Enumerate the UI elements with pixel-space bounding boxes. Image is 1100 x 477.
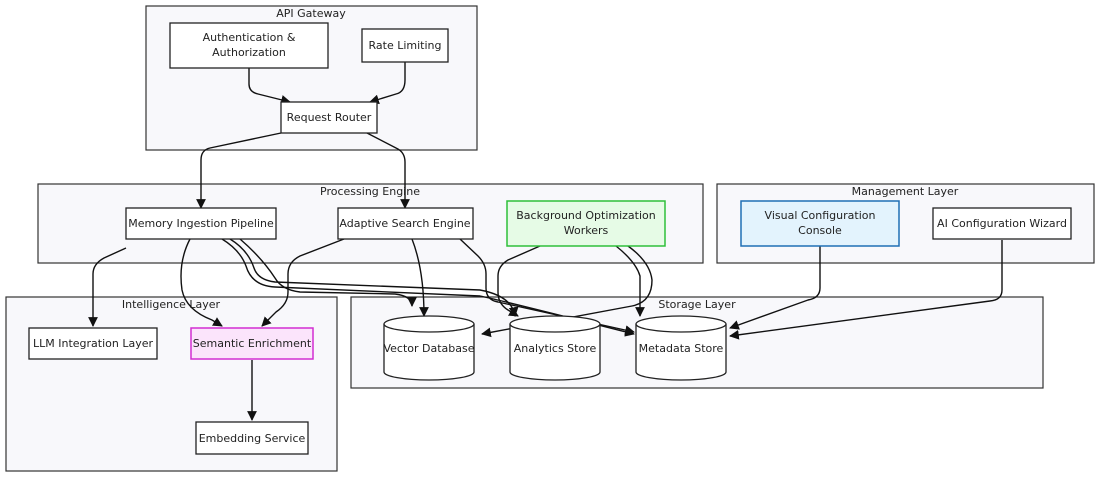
node-adaptive-search-engine: Adaptive Search Engine	[337, 207, 474, 240]
node-label: Metadata Store	[639, 342, 724, 355]
edge-search-semantic	[261, 238, 345, 327]
node-label: Background Optimization	[516, 209, 656, 222]
node-label: Rate Limiting	[369, 39, 442, 52]
node-rate-limiting: Rate Limiting	[361, 28, 449, 63]
node-label: Vector Database	[383, 342, 474, 355]
node-label: Authorization	[212, 46, 286, 59]
edge-router-ingestion	[196, 132, 282, 209]
edge-console-metadata	[729, 246, 821, 330]
node-label: Request Router	[287, 111, 372, 124]
node-label: Console	[798, 224, 842, 237]
node-vector-database: Vector Database	[383, 315, 475, 381]
cluster-title-intelligence-layer: Intelligence Layer	[122, 298, 221, 311]
node-authentication-authorization: Authentication & Authorization	[169, 22, 329, 69]
node-label: Authentication &	[203, 31, 296, 44]
node-label: AI Configuration Wizard	[937, 217, 1067, 230]
node-label: Semantic Enrichment	[193, 337, 312, 350]
edge-search-metadata	[459, 238, 635, 335]
edge-ratelimit-router	[369, 62, 406, 105]
edge-ingestion-vector	[239, 238, 417, 307]
node-label: Analytics Store	[514, 342, 597, 355]
node-visual-configuration-console: Visual Configuration Console	[740, 200, 900, 247]
node-label: Adaptive Search Engine	[339, 217, 470, 230]
node-analytics-store: Analytics Store	[509, 315, 601, 381]
node-semantic-enrichment: Semantic Enrichment	[190, 327, 314, 360]
node-background-optimization-workers: Background Optimization Workers	[506, 200, 666, 247]
node-label: Memory Ingestion Pipeline	[128, 217, 274, 230]
cluster-title-storage-layer: Storage Layer	[658, 298, 736, 311]
node-label: Workers	[564, 224, 609, 237]
node-metadata-store: Metadata Store	[635, 315, 727, 381]
node-label: Embedding Service	[199, 432, 306, 445]
cluster-title-api-gateway: API Gateway	[276, 7, 346, 20]
edge-auth-router	[248, 68, 291, 105]
cluster-title-management-layer: Management Layer	[852, 185, 959, 198]
node-llm-integration-layer: LLM Integration Layer	[28, 327, 158, 360]
edge-router-search	[366, 132, 410, 209]
edge-ingestion-analytics	[229, 238, 519, 317]
cluster-title-processing-engine: Processing Engine	[320, 185, 420, 198]
node-request-router: Request Router	[280, 101, 378, 134]
node-ai-configuration-wizard: AI Configuration Wizard	[932, 207, 1072, 240]
edge-ingestion-llm	[88, 247, 127, 327]
edge-wizard-metadata	[729, 240, 1003, 340]
node-embedding-service: Embedding Service	[195, 421, 309, 455]
edge-ingestion-semantic	[180, 238, 223, 327]
edge-workers-metadata	[615, 245, 645, 317]
edge-workers-vector	[481, 245, 653, 338]
node-label: Visual Configuration	[765, 209, 876, 222]
edges	[88, 62, 1003, 421]
node-label: LLM Integration Layer	[33, 337, 154, 350]
node-memory-ingestion-pipeline: Memory Ingestion Pipeline	[125, 207, 277, 240]
edge-search-vector	[411, 238, 429, 317]
edge-workers-analytics	[497, 245, 541, 317]
